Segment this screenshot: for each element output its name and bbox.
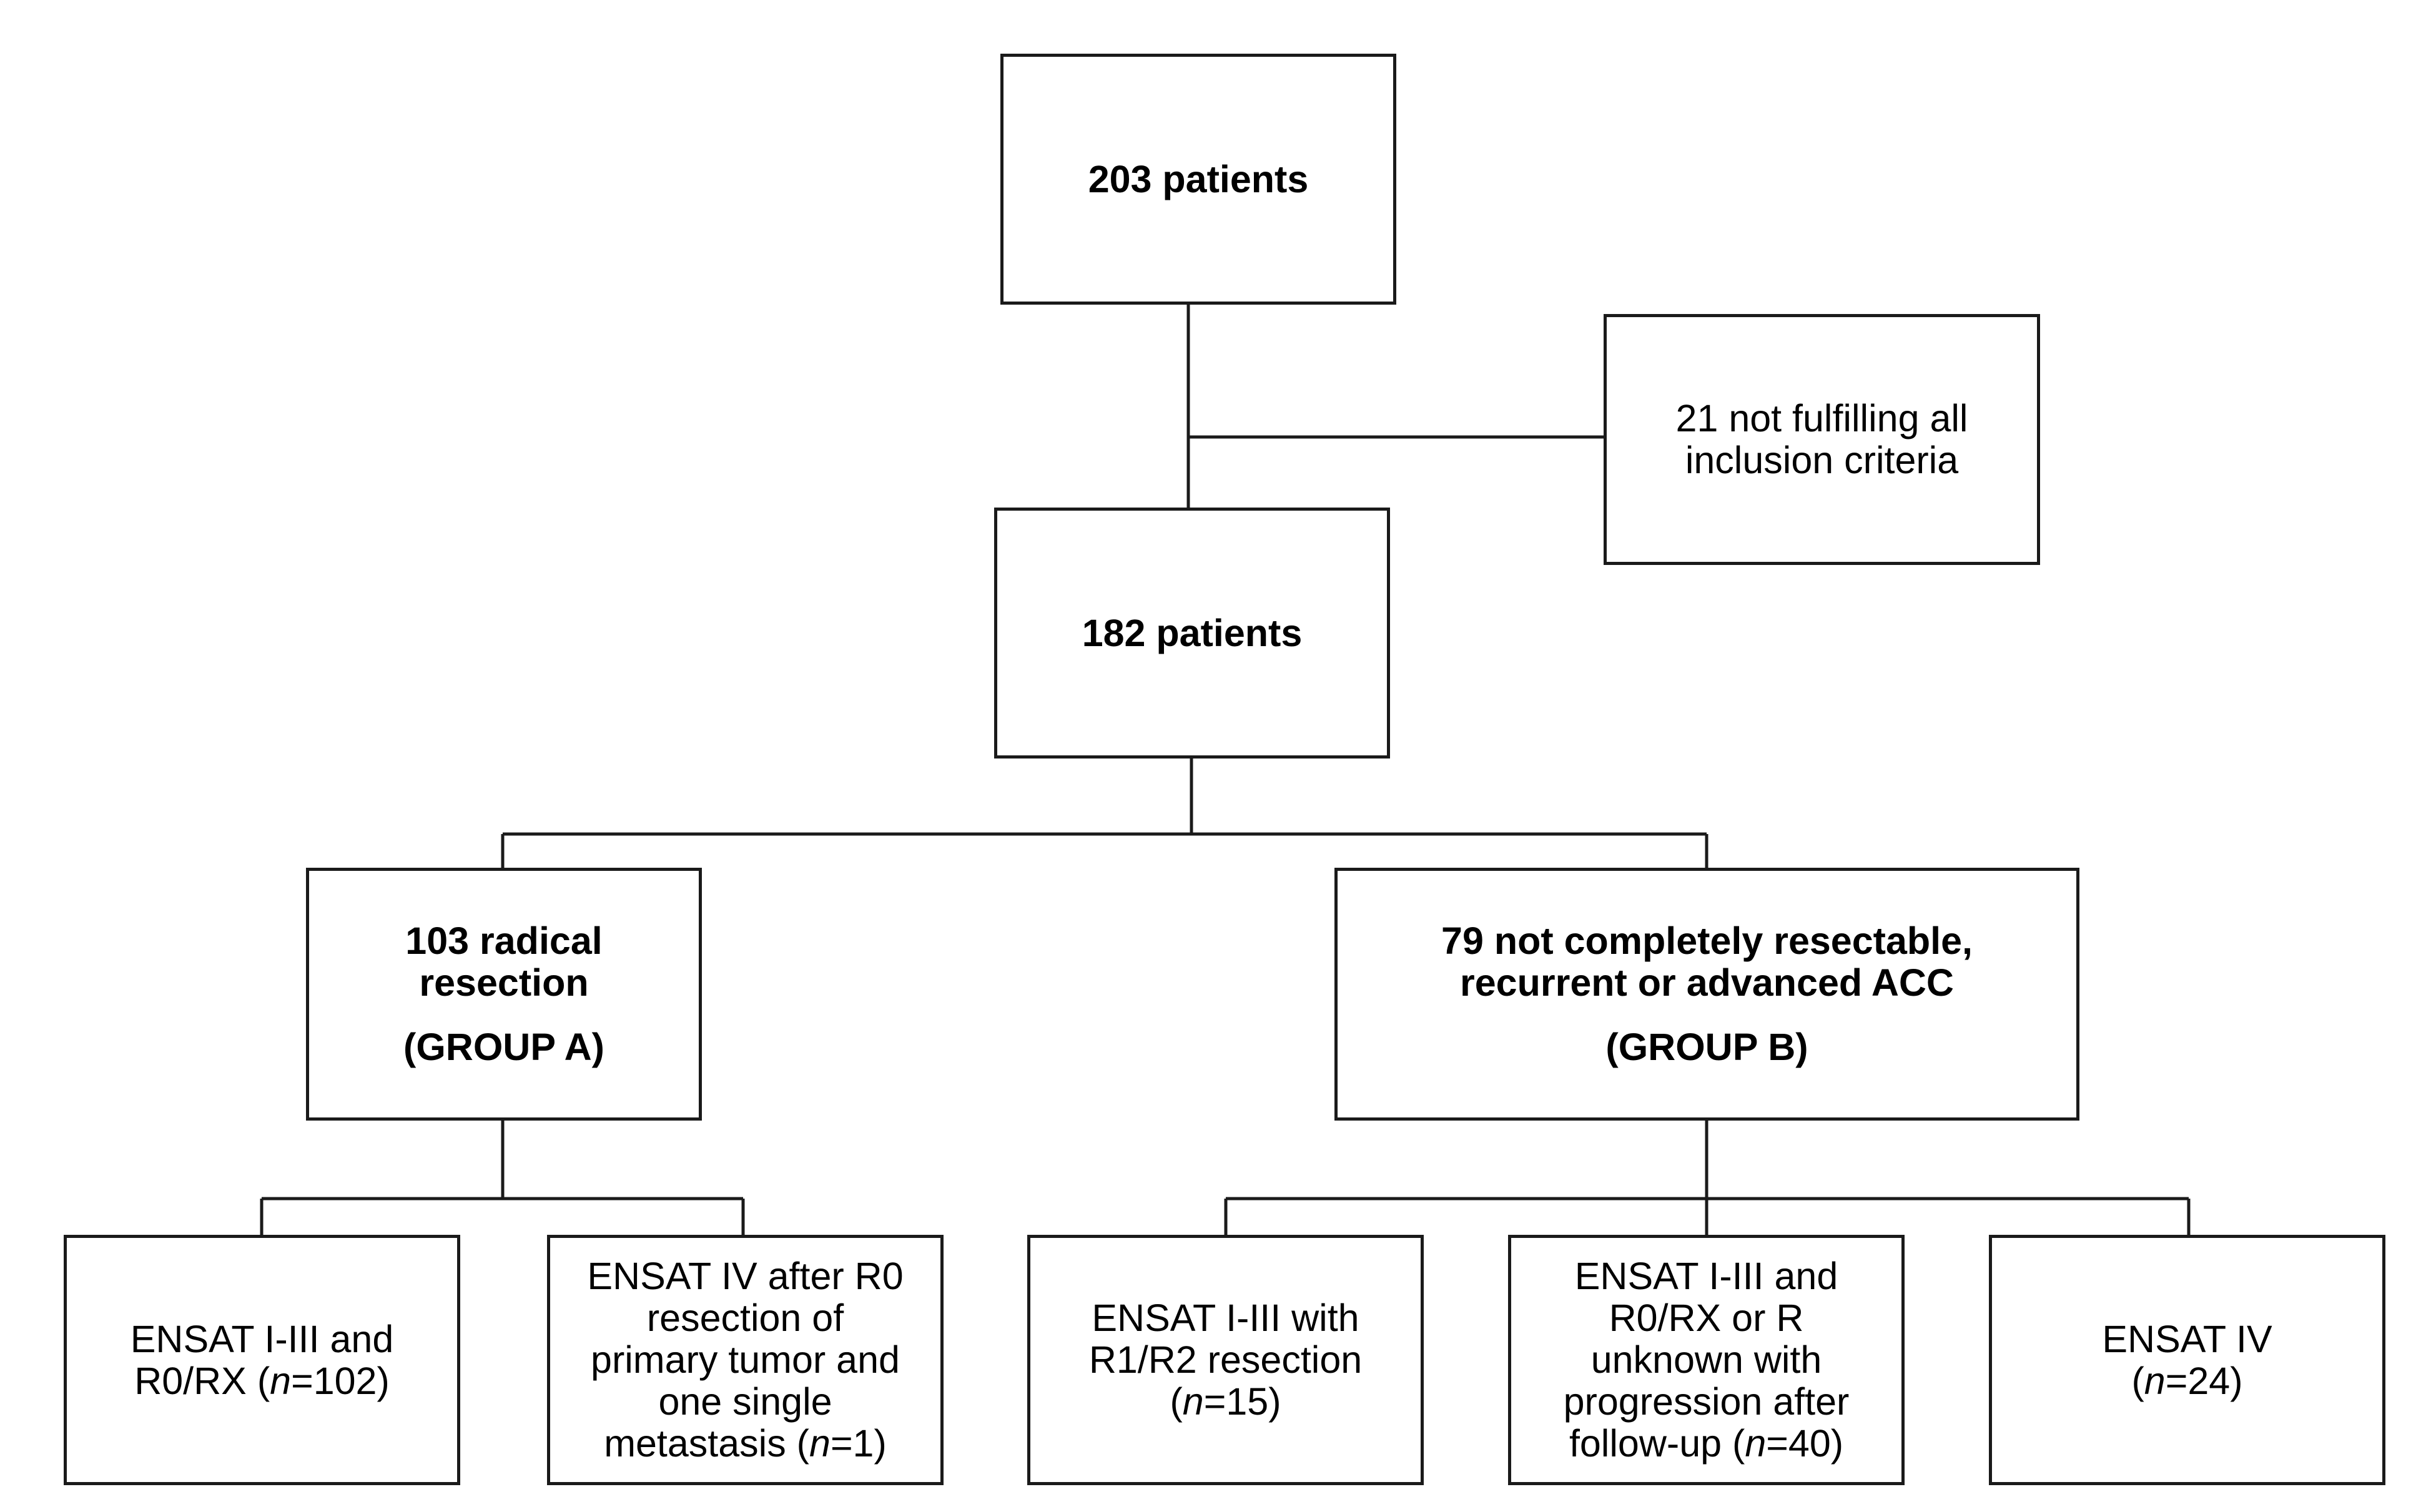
- node-b2-prefix: follow-up (: [1569, 1422, 1745, 1465]
- node-start-label: 203 patients: [1088, 157, 1309, 200]
- node-b1-n: n: [1182, 1380, 1204, 1423]
- node-b1: ENSAT I-III with R1/R2 resection (n=15): [1027, 1235, 1424, 1485]
- node-group-b-line1: 79 not completely resectable,: [1441, 920, 1973, 962]
- node-b3-prefix: (: [2131, 1359, 2144, 1402]
- node-a1-suffix: =102): [291, 1359, 390, 1402]
- node-excluded-line1: 21 not fulfilling all: [1675, 397, 1968, 439]
- node-group-b-line2: recurrent or advanced ACC: [1460, 961, 1954, 1004]
- node-a1-prefix: R0/RX (: [134, 1359, 270, 1402]
- node-b2-suffix: =40): [1766, 1422, 1844, 1465]
- node-included-label: 182 patients: [1082, 611, 1303, 654]
- node-a2-line3: primary tumor and: [591, 1338, 900, 1381]
- node-group-b-group-label: (GROUP B): [1605, 1026, 1808, 1068]
- node-b1-line2: R1/R2 resection: [1088, 1338, 1363, 1381]
- node-excluded-line2: inclusion criteria: [1685, 439, 1959, 481]
- node-a2-n: n: [809, 1422, 831, 1465]
- node-b3-line2: (n=24): [2131, 1360, 2242, 1402]
- node-a2: ENSAT IV after R0 resection of primary t…: [547, 1235, 944, 1485]
- node-b1-line3: (n=15): [1170, 1381, 1281, 1423]
- node-b2-line2: R0/RX or R: [1609, 1297, 1804, 1339]
- node-a2-suffix: =1): [830, 1422, 887, 1465]
- node-a1-line1: ENSAT I-III and: [130, 1317, 394, 1360]
- node-a1-line2: R0/RX (n=102): [134, 1360, 390, 1402]
- node-b2-line4: progression after: [1563, 1380, 1850, 1423]
- node-start: 203 patients: [1000, 54, 1396, 305]
- node-b1-suffix: =15): [1203, 1380, 1281, 1423]
- node-group-a: 103 radical resection (GROUP A): [306, 868, 702, 1121]
- node-included: 182 patients: [994, 508, 1390, 758]
- node-b3-n: n: [2144, 1359, 2166, 1402]
- node-b2-line5: follow-up (n=40): [1569, 1423, 1843, 1465]
- node-group-b: 79 not completely resectable, recurrent …: [1334, 868, 2079, 1121]
- node-group-a-group-label: (GROUP A): [403, 1026, 604, 1068]
- node-b3: ENSAT IV (n=24): [1989, 1235, 2385, 1485]
- node-b1-line1: ENSAT I-III with: [1092, 1297, 1359, 1339]
- node-b1-prefix: (: [1170, 1380, 1183, 1423]
- node-b2-line3: unknown with: [1590, 1338, 1822, 1381]
- node-a2-prefix: metastasis (: [604, 1422, 809, 1465]
- node-b2: ENSAT I-III and R0/RX or R unknown with …: [1508, 1235, 1905, 1485]
- node-a2-line2: resection of: [646, 1297, 844, 1339]
- node-a2-line4: one single: [658, 1380, 832, 1423]
- node-a1-n: n: [270, 1359, 292, 1402]
- node-b3-suffix: =24): [2165, 1359, 2243, 1402]
- node-b2-line1: ENSAT I-III and: [1574, 1255, 1838, 1297]
- node-a2-line1: ENSAT IV after R0: [587, 1255, 904, 1297]
- node-b2-n: n: [1745, 1422, 1767, 1465]
- node-a1: ENSAT I-III and R0/RX (n=102): [64, 1235, 460, 1485]
- node-group-a-line1: 103 radical: [405, 920, 603, 962]
- node-group-a-line2: resection: [419, 961, 589, 1004]
- node-excluded: 21 not fulfilling all inclusion criteria: [1604, 314, 2040, 565]
- node-a2-line5: metastasis (n=1): [604, 1423, 887, 1465]
- node-b3-line1: ENSAT IV: [2102, 1317, 2272, 1360]
